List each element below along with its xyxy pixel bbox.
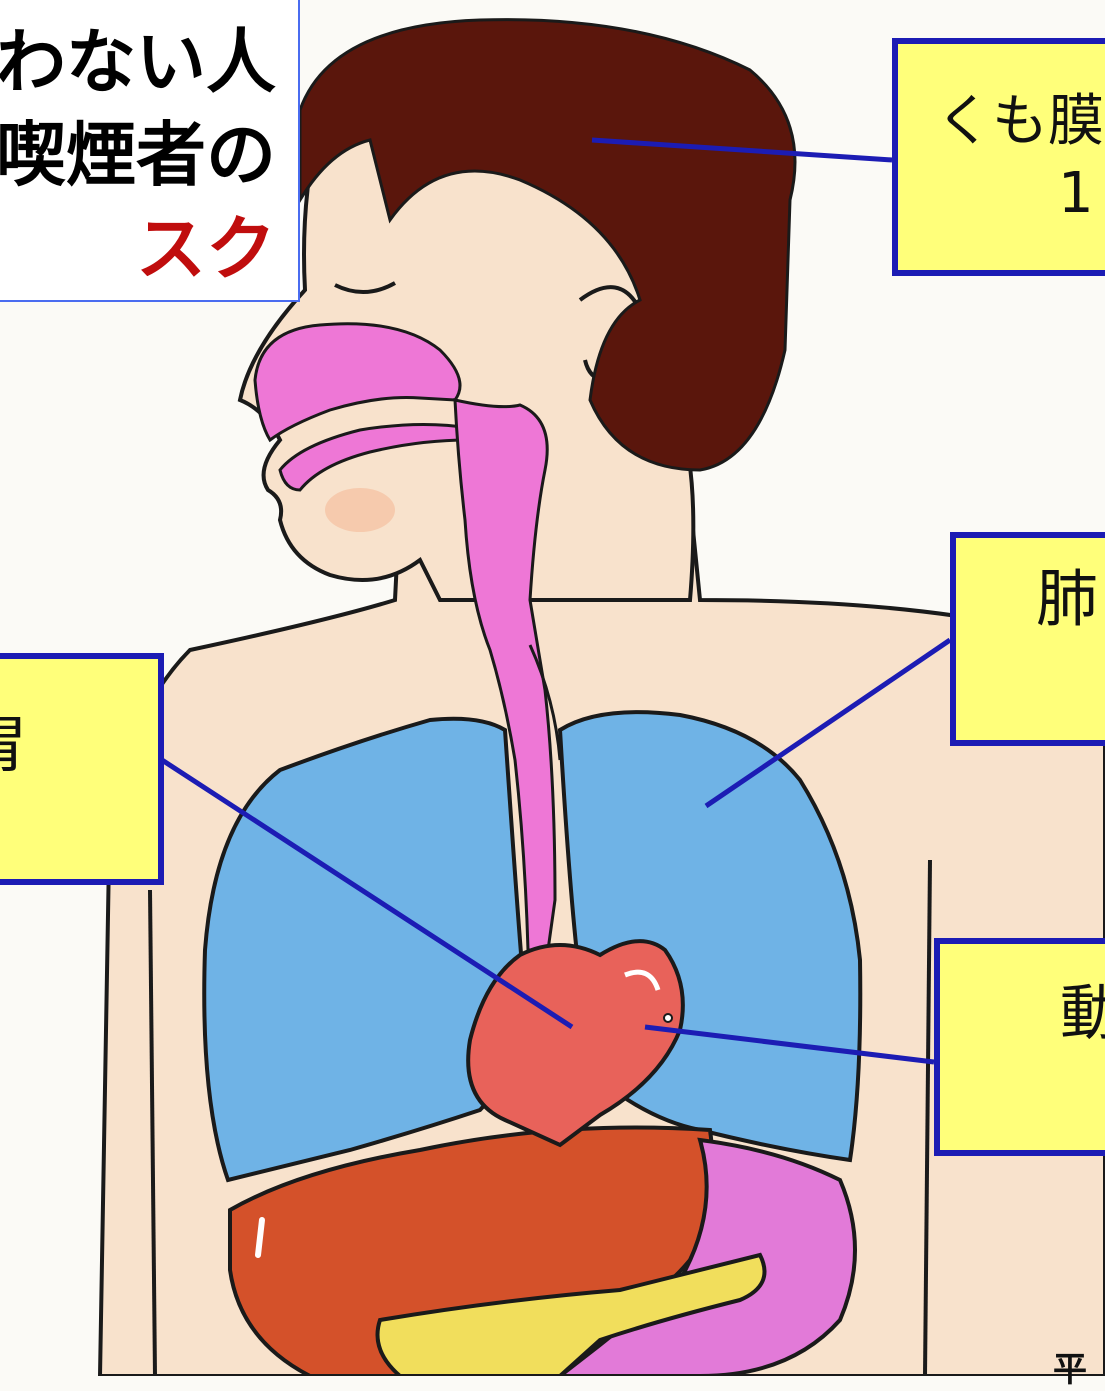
label-lung-text: 肺 [1036,568,1098,630]
cheek-blush [325,488,395,532]
label-box-top-right: くも膜 1 [892,38,1105,276]
label-heart-text: 動 [1060,984,1105,1044]
heart-dot [664,1014,672,1022]
liver-highlight [258,1220,262,1255]
title-box: わない人 喫煙者の スク [0,0,300,302]
label-top-right-line-1: くも膜 [936,94,1104,150]
label-box-left: 胃 [0,653,164,885]
label-box-heart: 動 [934,938,1105,1156]
source-caption: 平 [1053,1342,1087,1391]
title-line-1: わない人 [0,27,276,97]
label-top-right-line-2: 1 [1058,166,1094,222]
label-box-lung: 肺 [950,532,1105,746]
title-line-3: スク [136,214,276,284]
label-left-text: 胃 [0,714,28,776]
title-line-2: 喫煙者の [0,120,276,190]
